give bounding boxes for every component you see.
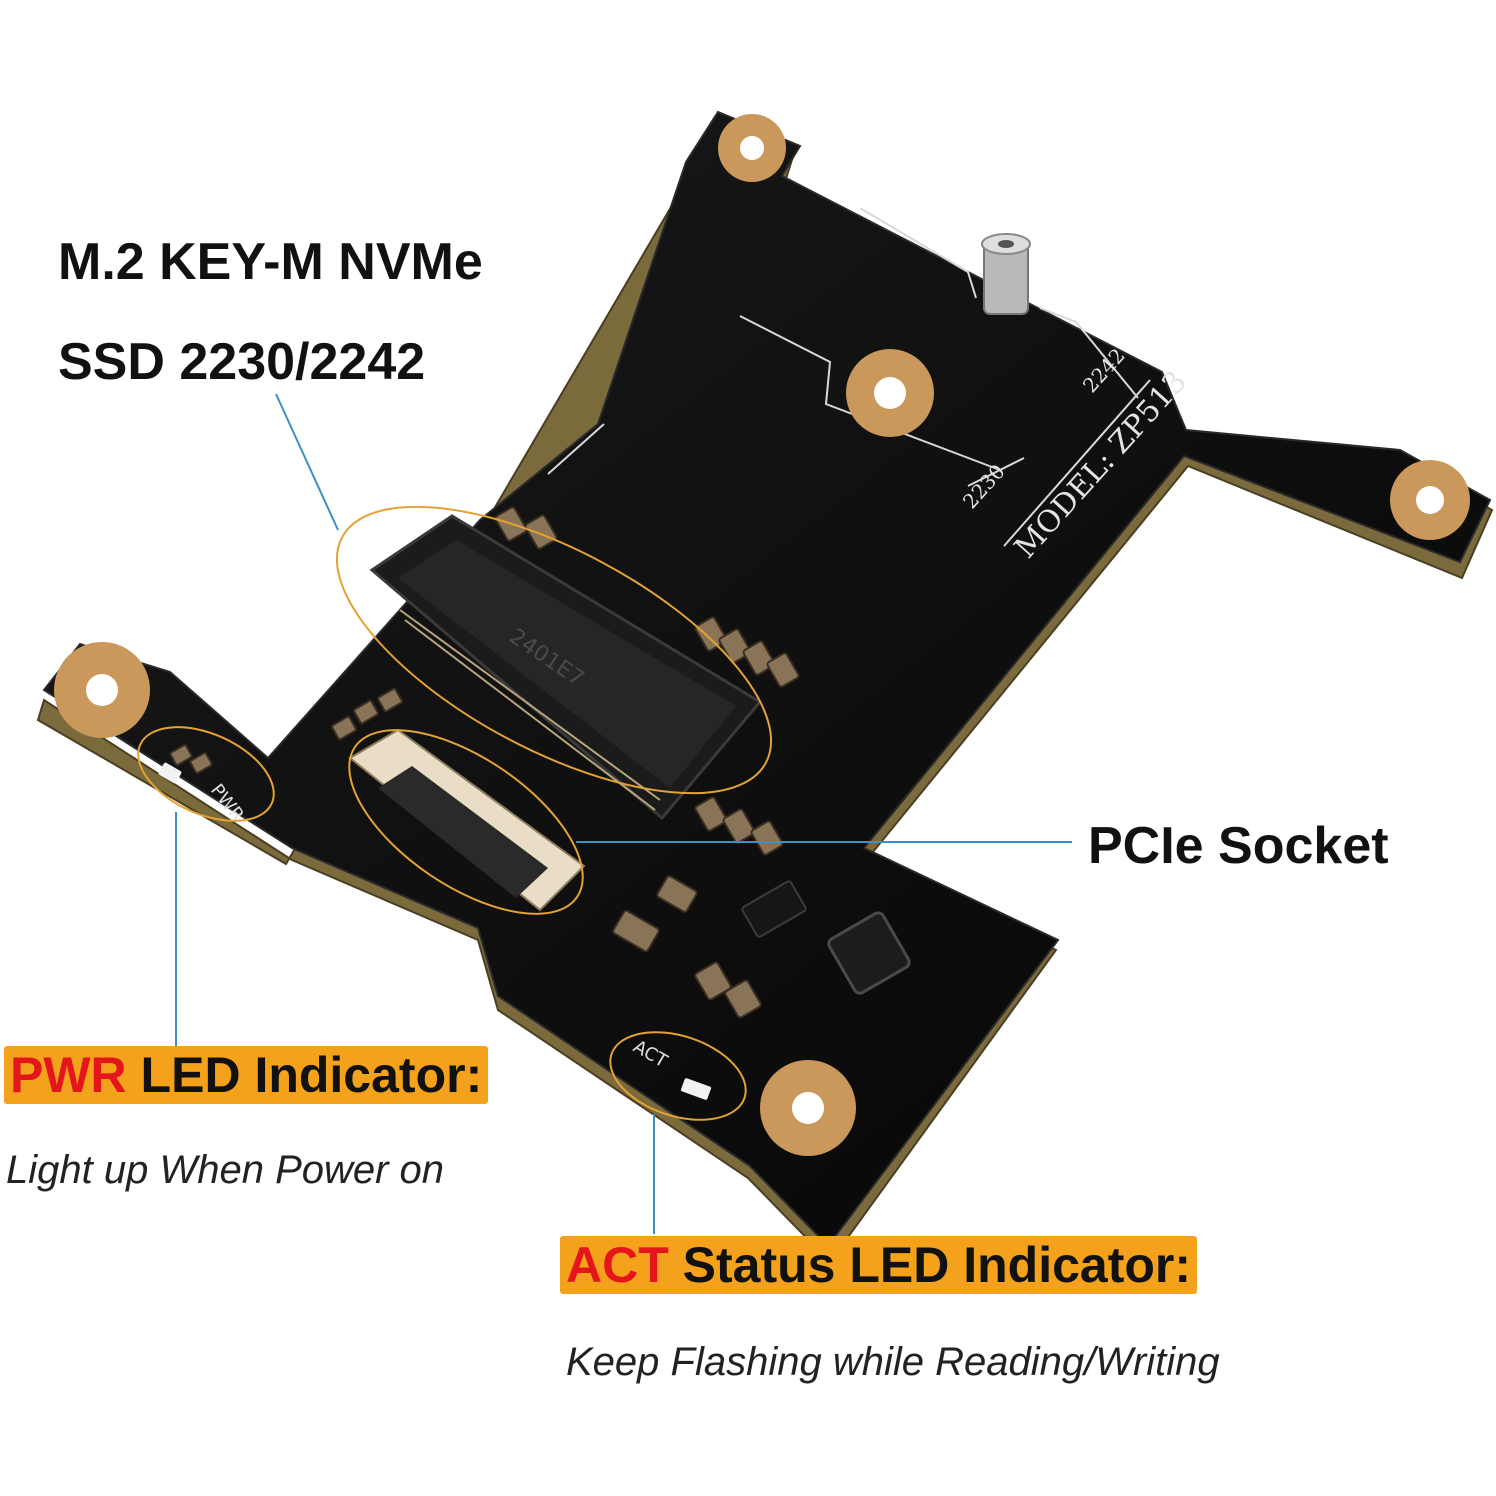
act-description: Keep Flashing while Reading/Writing — [566, 1340, 1220, 1384]
standoff-screw — [981, 233, 1031, 315]
ic-chips — [741, 880, 911, 995]
pwr-description: Light up When Power on — [6, 1148, 445, 1192]
pwr-banner-text: LED Indicator: — [126, 1047, 483, 1103]
act-banner-text: Status LED Indicator: — [668, 1237, 1192, 1293]
pcb-board — [42, 110, 1492, 1248]
ssd-callout-line2: SSD 2230/2242 — [58, 333, 426, 391]
m2-connector — [369, 514, 763, 821]
act-banner: ACT Status LED Indicator: — [560, 1236, 1198, 1294]
smd-components — [169, 506, 800, 1019]
ssd-highlight-ring — [335, 505, 773, 795]
mounting-holes — [54, 114, 1470, 1156]
pcie-callout-title: PCIe Socket — [1088, 817, 1389, 875]
act-led — [681, 1078, 711, 1100]
pwr-highlight-ring — [137, 726, 275, 822]
pwr-banner: PWR LED Indicator: — [4, 1046, 489, 1104]
act-banner-accent: ACT — [566, 1237, 669, 1293]
highlight-rings — [137, 505, 773, 1121]
leader-lines — [175, 393, 1072, 1234]
pcie-ffc-socket — [348, 728, 586, 912]
pwr-banner-accent: PWR — [10, 1047, 127, 1103]
pwr-led — [158, 762, 182, 784]
act-highlight-ring — [609, 1031, 747, 1121]
pcie-highlight-ring — [348, 729, 584, 915]
silkscreen-lines — [547, 207, 1151, 547]
ssd-callout-line1: M.2 KEY-M NVMe — [58, 233, 483, 291]
ssd-leader-line — [275, 393, 339, 531]
